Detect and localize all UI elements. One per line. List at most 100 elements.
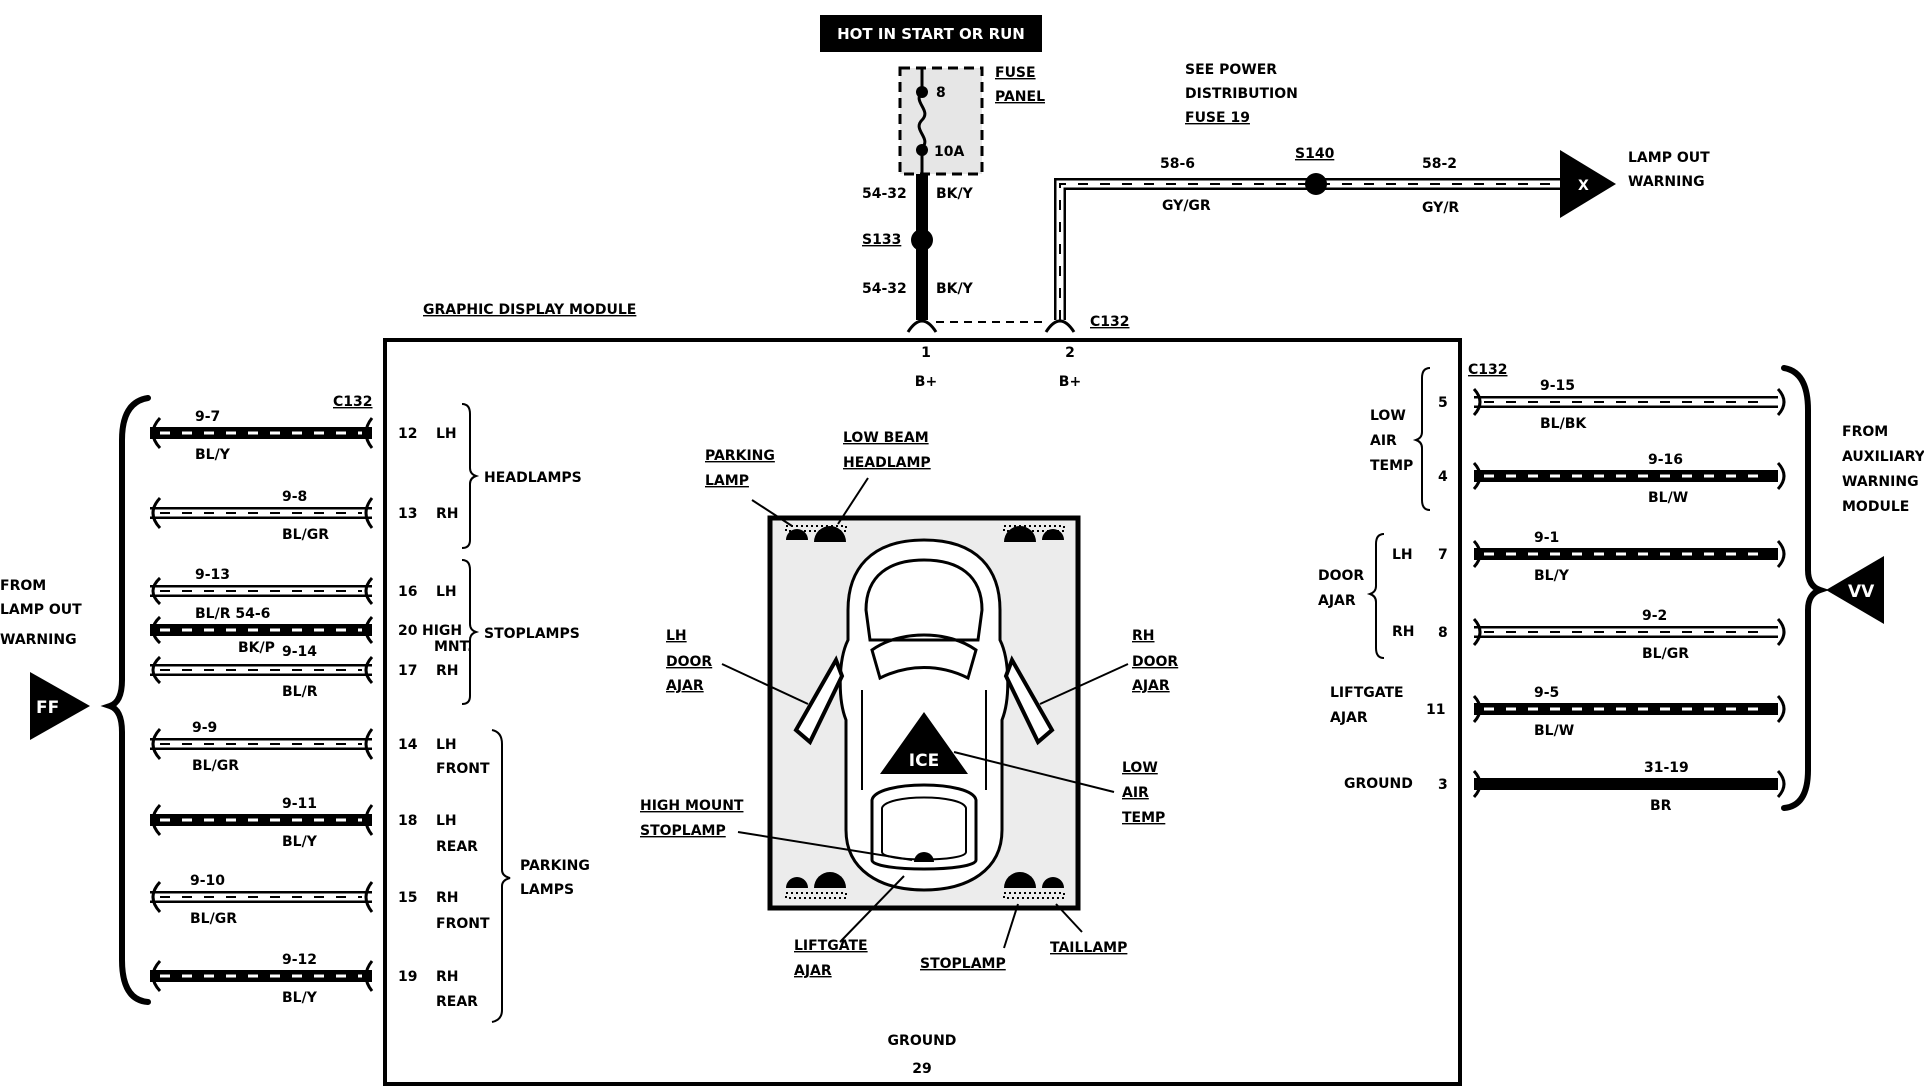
left-wire-3-side: HIGH xyxy=(422,623,462,639)
fuse-panel-label-1: FUSE xyxy=(995,65,1036,81)
right-door-ajar-2: AJAR xyxy=(1318,593,1356,609)
left-front-1: FRONT xyxy=(436,761,490,777)
right-wire-3-circuit: 9-2 xyxy=(1642,608,1667,624)
connector-ff-arrow xyxy=(30,672,90,740)
splice-s140 xyxy=(1305,173,1327,195)
low-air-label-1: LOW xyxy=(1122,760,1158,776)
front-left-lamp-small xyxy=(786,529,808,540)
pin2-number: 2 xyxy=(1065,345,1075,361)
right-from-2: AUXILIARY xyxy=(1842,449,1924,465)
pin1-label: B+ xyxy=(915,374,937,390)
left-wire-8-color: BL/Y xyxy=(282,990,318,1006)
ice-label: ICE xyxy=(909,751,939,771)
lamp-out-color-b: GY/R xyxy=(1422,200,1459,216)
right-wire-5-end-l xyxy=(1472,769,1482,799)
rh-door-label-3: AJAR xyxy=(1132,678,1170,694)
fuse-panel-label-2: PANEL xyxy=(995,89,1045,105)
left-wire-2-pin: 16 xyxy=(398,584,417,600)
parking-lamp-label-1: PARKING xyxy=(705,448,775,464)
left-wire-7-end-l xyxy=(151,880,162,914)
left-from-1: FROM xyxy=(0,578,46,594)
lamp-out-color-a: GY/GR xyxy=(1162,198,1211,214)
left-from-2: LAMP OUT xyxy=(0,602,82,618)
right-wire-5-circuit: 31-19 xyxy=(1644,760,1689,776)
left-wire-5-end-l xyxy=(151,727,162,761)
left-rear-1: REAR xyxy=(436,839,478,855)
fuse-node-bottom xyxy=(916,144,928,156)
left-wire-0-circuit: 9-7 xyxy=(195,409,220,425)
fuse-node-top xyxy=(916,86,928,98)
group-parking-1: PARKING xyxy=(520,858,590,874)
right-wire-2-pin: 7 xyxy=(1438,547,1448,563)
left-wire-1-side: RH xyxy=(436,506,459,522)
right-wire-2-color: BL/Y xyxy=(1534,568,1570,584)
left-wire-5-color: BL/GR xyxy=(192,758,239,774)
low-air-label-2: AIR xyxy=(1122,785,1149,801)
left-rear-2: REAR xyxy=(436,994,478,1010)
left-wire-8-end-r xyxy=(364,960,374,992)
left-mnt-label: MNT. xyxy=(434,639,472,655)
group-headlamps: HEADLAMPS xyxy=(484,470,582,486)
left-wire-3-end-r xyxy=(364,615,374,645)
left-wire-7-side: RH xyxy=(436,890,459,906)
fuse-number: 8 xyxy=(936,85,946,101)
right-wire-4-end-l xyxy=(1472,694,1482,724)
leader-taillamp xyxy=(1055,903,1083,933)
right-wire-1-end-r xyxy=(1776,461,1786,491)
low-beam-label-1: LOW BEAM xyxy=(843,430,929,446)
parking-lamps-bracket xyxy=(491,729,511,1023)
front-right-lamp-rays xyxy=(1003,525,1065,532)
left-wire-3-circuit: BK/P xyxy=(238,640,275,656)
liftgate-label-1: LIFTGATE xyxy=(794,938,868,954)
connector-ff-letter: FF xyxy=(36,698,59,718)
left-wire-6-end-l xyxy=(151,803,162,837)
right-wire-3-pin: 8 xyxy=(1438,625,1448,641)
lamp-out-dest-2: WARNING xyxy=(1628,174,1705,190)
headlamps-bracket xyxy=(461,403,480,549)
lh-door-label-1: LH xyxy=(666,628,687,644)
left-from-3: WARNING xyxy=(0,632,77,648)
low-beam-label-2: HEADLAMP xyxy=(843,455,931,471)
parking-lamp-label-2: LAMP xyxy=(705,473,749,489)
left-wire-4-end-r xyxy=(364,655,374,685)
right-rh-label: RH xyxy=(1392,624,1415,640)
left-wire-5-circuit: 9-9 xyxy=(192,720,217,736)
left-wire-1-pin: 13 xyxy=(398,506,417,522)
right-wire-0-pin: 5 xyxy=(1438,395,1448,411)
right-from-3: WARNING xyxy=(1842,474,1919,490)
left-wire-7-circuit: 9-10 xyxy=(190,873,225,889)
leader-liftgate xyxy=(839,875,905,943)
right-door-ajar-1: DOOR xyxy=(1318,568,1364,584)
lamp-out-splice-label: S140 xyxy=(1295,146,1335,162)
left-wire-2-end-l xyxy=(151,576,162,606)
pin2-label: B+ xyxy=(1059,374,1081,390)
stoplamps-bracket xyxy=(461,559,480,705)
car-hood xyxy=(864,558,984,642)
connector-x-letter: X xyxy=(1578,178,1589,194)
feed-upper-color: BK/Y xyxy=(936,186,974,202)
leader-stoplamp xyxy=(1003,903,1019,949)
right-wire-1-end-l xyxy=(1472,461,1482,491)
lamp-out-wire-inner xyxy=(1056,180,1560,320)
connector-vv-arrow xyxy=(1826,556,1884,624)
left-wire-0-side: LH xyxy=(436,426,457,442)
left-wire-3-end-l xyxy=(151,615,162,645)
left-wire-6-end-r xyxy=(364,804,374,836)
high-mount-label-1: HIGH MOUNT xyxy=(640,798,744,814)
module-ground-label: GROUND xyxy=(888,1033,957,1049)
rear-right-lamp-large xyxy=(1004,872,1036,888)
right-wire-5-pin: 3 xyxy=(1438,777,1448,793)
lamp-out-circuit-a: 58-6 xyxy=(1160,156,1195,172)
ice-warning-icon xyxy=(880,712,968,774)
rh-door-label-2: DOOR xyxy=(1132,654,1178,670)
car-windshield xyxy=(870,633,978,681)
left-wire-5-end-r xyxy=(364,728,374,760)
feed-splice-label: S133 xyxy=(862,232,901,248)
left-wire-2-circuit: 9-13 xyxy=(195,567,230,583)
left-wire-4-side: RH xyxy=(436,663,459,679)
right-wire-4-end-r xyxy=(1776,694,1786,724)
rear-right-lamp-small xyxy=(1042,877,1064,888)
right-wire-0-color: BL/BK xyxy=(1540,416,1587,432)
right-outer-brace xyxy=(1781,365,1830,811)
left-wire-0-color: BL/Y xyxy=(195,447,231,463)
